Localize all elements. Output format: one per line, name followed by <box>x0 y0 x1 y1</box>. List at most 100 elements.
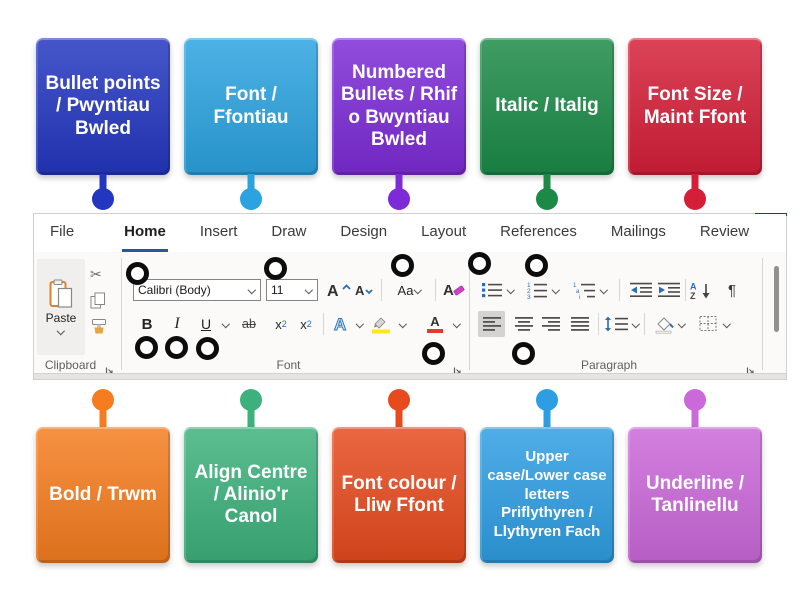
pin-stem <box>99 408 107 429</box>
label-card-box[interactable]: Font colour / Lliw Ffont <box>332 427 466 563</box>
separator <box>381 279 382 301</box>
separator <box>598 313 599 335</box>
svg-text:i: i <box>579 295 580 300</box>
pin-circle <box>388 389 410 411</box>
ribbon-bottom-strip <box>34 373 786 379</box>
justify-icon <box>569 310 590 338</box>
label-card-box[interactable]: Upper case/Lower case letters Priflythyr… <box>480 427 614 563</box>
separator <box>685 279 686 301</box>
pin-stem <box>543 408 551 429</box>
grow-font-icon: A <box>326 276 352 304</box>
label-card-box[interactable]: Align Centre / Alinio'r Canol <box>184 427 318 563</box>
align-right-icon <box>540 310 561 338</box>
label-card-text: Bullet points / Pwyntiau Bwled <box>45 73 161 139</box>
font-group-label: Font <box>276 358 301 372</box>
marker-bold[interactable] <box>135 336 158 359</box>
format-painter-icon <box>90 314 108 338</box>
label-card-align-centre[interactable]: Align Centre / Alinio'r Canol <box>184 389 318 567</box>
marker-numbered-list[interactable] <box>525 254 548 277</box>
pin-stem <box>395 408 403 429</box>
tab-draw: Draw <box>271 223 307 240</box>
font-name-value: Calibri (Body) <box>138 283 211 297</box>
label-card-bullet-points[interactable]: Bullet points / Pwyntiau Bwled <box>36 38 170 216</box>
pin-circle <box>536 188 558 210</box>
decrease-indent-icon <box>629 276 653 304</box>
bottom-label-row: Bold / Trwm Align Centre / Alinio'r Cano… <box>36 389 762 567</box>
change-case-icon: Aa <box>388 276 432 304</box>
marker-font-name[interactable] <box>126 262 149 285</box>
label-card-text: Font Size / Maint Ffont <box>643 84 747 128</box>
clear-formatting-icon: A <box>441 276 467 304</box>
label-card-bold[interactable]: Bold / Trwm <box>36 389 170 567</box>
marker-font-size[interactable] <box>264 257 287 280</box>
chevron-down-icon <box>452 310 462 338</box>
font-color-icon: A <box>422 310 448 338</box>
svg-text:3: 3 <box>527 294 531 300</box>
svg-text:1: 1 <box>573 283 577 289</box>
pin-circle <box>92 389 114 411</box>
pilcrow-icon: ¶ <box>727 281 737 299</box>
label-card-font-colour[interactable]: Font colour / Lliw Ffont <box>332 389 466 567</box>
tab-design: Design <box>340 223 388 240</box>
paragraph-group-label: Paragraph <box>580 358 638 372</box>
label-card-box[interactable]: Bullet points / Pwyntiau Bwled <box>36 38 170 175</box>
svg-text:A: A <box>690 281 697 291</box>
pin-circle <box>684 188 706 210</box>
font-group: Calibri (Body) 11 A A Aa <box>122 252 469 376</box>
label-card-box[interactable]: Numbered Bullets / Rhif o Bwyntiau Bwled <box>332 38 466 175</box>
dialog-launcher-icon <box>105 362 114 375</box>
chevron-down-icon <box>57 327 66 336</box>
label-card-text: Numbered Bullets / Rhif o Bwyntiau Bwled <box>340 62 458 150</box>
font-size-combo: 11 <box>266 279 318 301</box>
line-spacing-icon <box>603 310 629 338</box>
scrollbar-fragment <box>774 266 779 332</box>
label-card-text: Font / Ffontiau <box>213 84 289 128</box>
label-card-font[interactable]: Font / Ffontiau <box>184 38 318 216</box>
tab-review: Review <box>699 223 750 240</box>
tab-mailings: Mailings <box>610 223 666 240</box>
group-divider <box>762 258 763 370</box>
svg-text:A: A <box>327 283 339 300</box>
pin-stem <box>247 174 255 192</box>
marker-underline[interactable] <box>196 337 219 360</box>
align-center-icon <box>513 310 534 338</box>
pin-circle <box>240 389 262 411</box>
shading-icon <box>651 310 675 338</box>
label-card-box[interactable]: Font / Ffontiau <box>184 38 318 175</box>
italic-icon: I <box>174 315 180 332</box>
cut-icon: ✂ <box>90 265 102 282</box>
label-card-italic[interactable]: Italic / Italig <box>480 38 614 216</box>
label-card-box[interactable]: Underline / Tanlinellu <box>628 427 762 563</box>
pin-stem <box>543 174 551 192</box>
align-left-icon <box>478 311 505 337</box>
marker-bullet-list[interactable] <box>468 252 491 275</box>
svg-text:2: 2 <box>527 288 531 295</box>
chevron-down-icon <box>413 286 422 295</box>
label-card-upper-lower-case[interactable]: Upper case/Lower case letters Priflythyr… <box>480 389 614 567</box>
bold-icon: B <box>141 315 153 333</box>
marker-change-case[interactable] <box>391 254 414 277</box>
increase-indent-icon <box>657 276 681 304</box>
label-card-numbered-bullets[interactable]: Numbered Bullets / Rhif o Bwyntiau Bwled <box>332 38 466 216</box>
label-card-text: Bold / Trwm <box>49 483 157 505</box>
svg-text:Z: Z <box>690 291 696 300</box>
label-card-underline[interactable]: Underline / Tanlinellu <box>628 389 762 567</box>
label-card-box[interactable]: Italic / Italig <box>480 38 614 175</box>
paste-button: Paste <box>37 259 85 355</box>
label-card-font-size[interactable]: Font Size / Maint Ffont <box>628 38 762 216</box>
pin-circle <box>240 188 262 210</box>
marker-align-center[interactable] <box>512 342 535 365</box>
chevron-down-icon <box>631 310 641 338</box>
paste-label: Paste <box>45 310 77 325</box>
label-card-text: Italic / Italig <box>495 95 599 117</box>
pin-stem <box>247 408 255 429</box>
label-card-box[interactable]: Font Size / Maint Ffont <box>628 38 762 175</box>
pin-stem <box>691 408 699 429</box>
marker-font-color[interactable] <box>422 342 445 365</box>
label-card-box[interactable]: Bold / Trwm <box>36 427 170 563</box>
marker-italic[interactable] <box>165 336 188 359</box>
strikethrough-icon: ab <box>242 317 256 331</box>
